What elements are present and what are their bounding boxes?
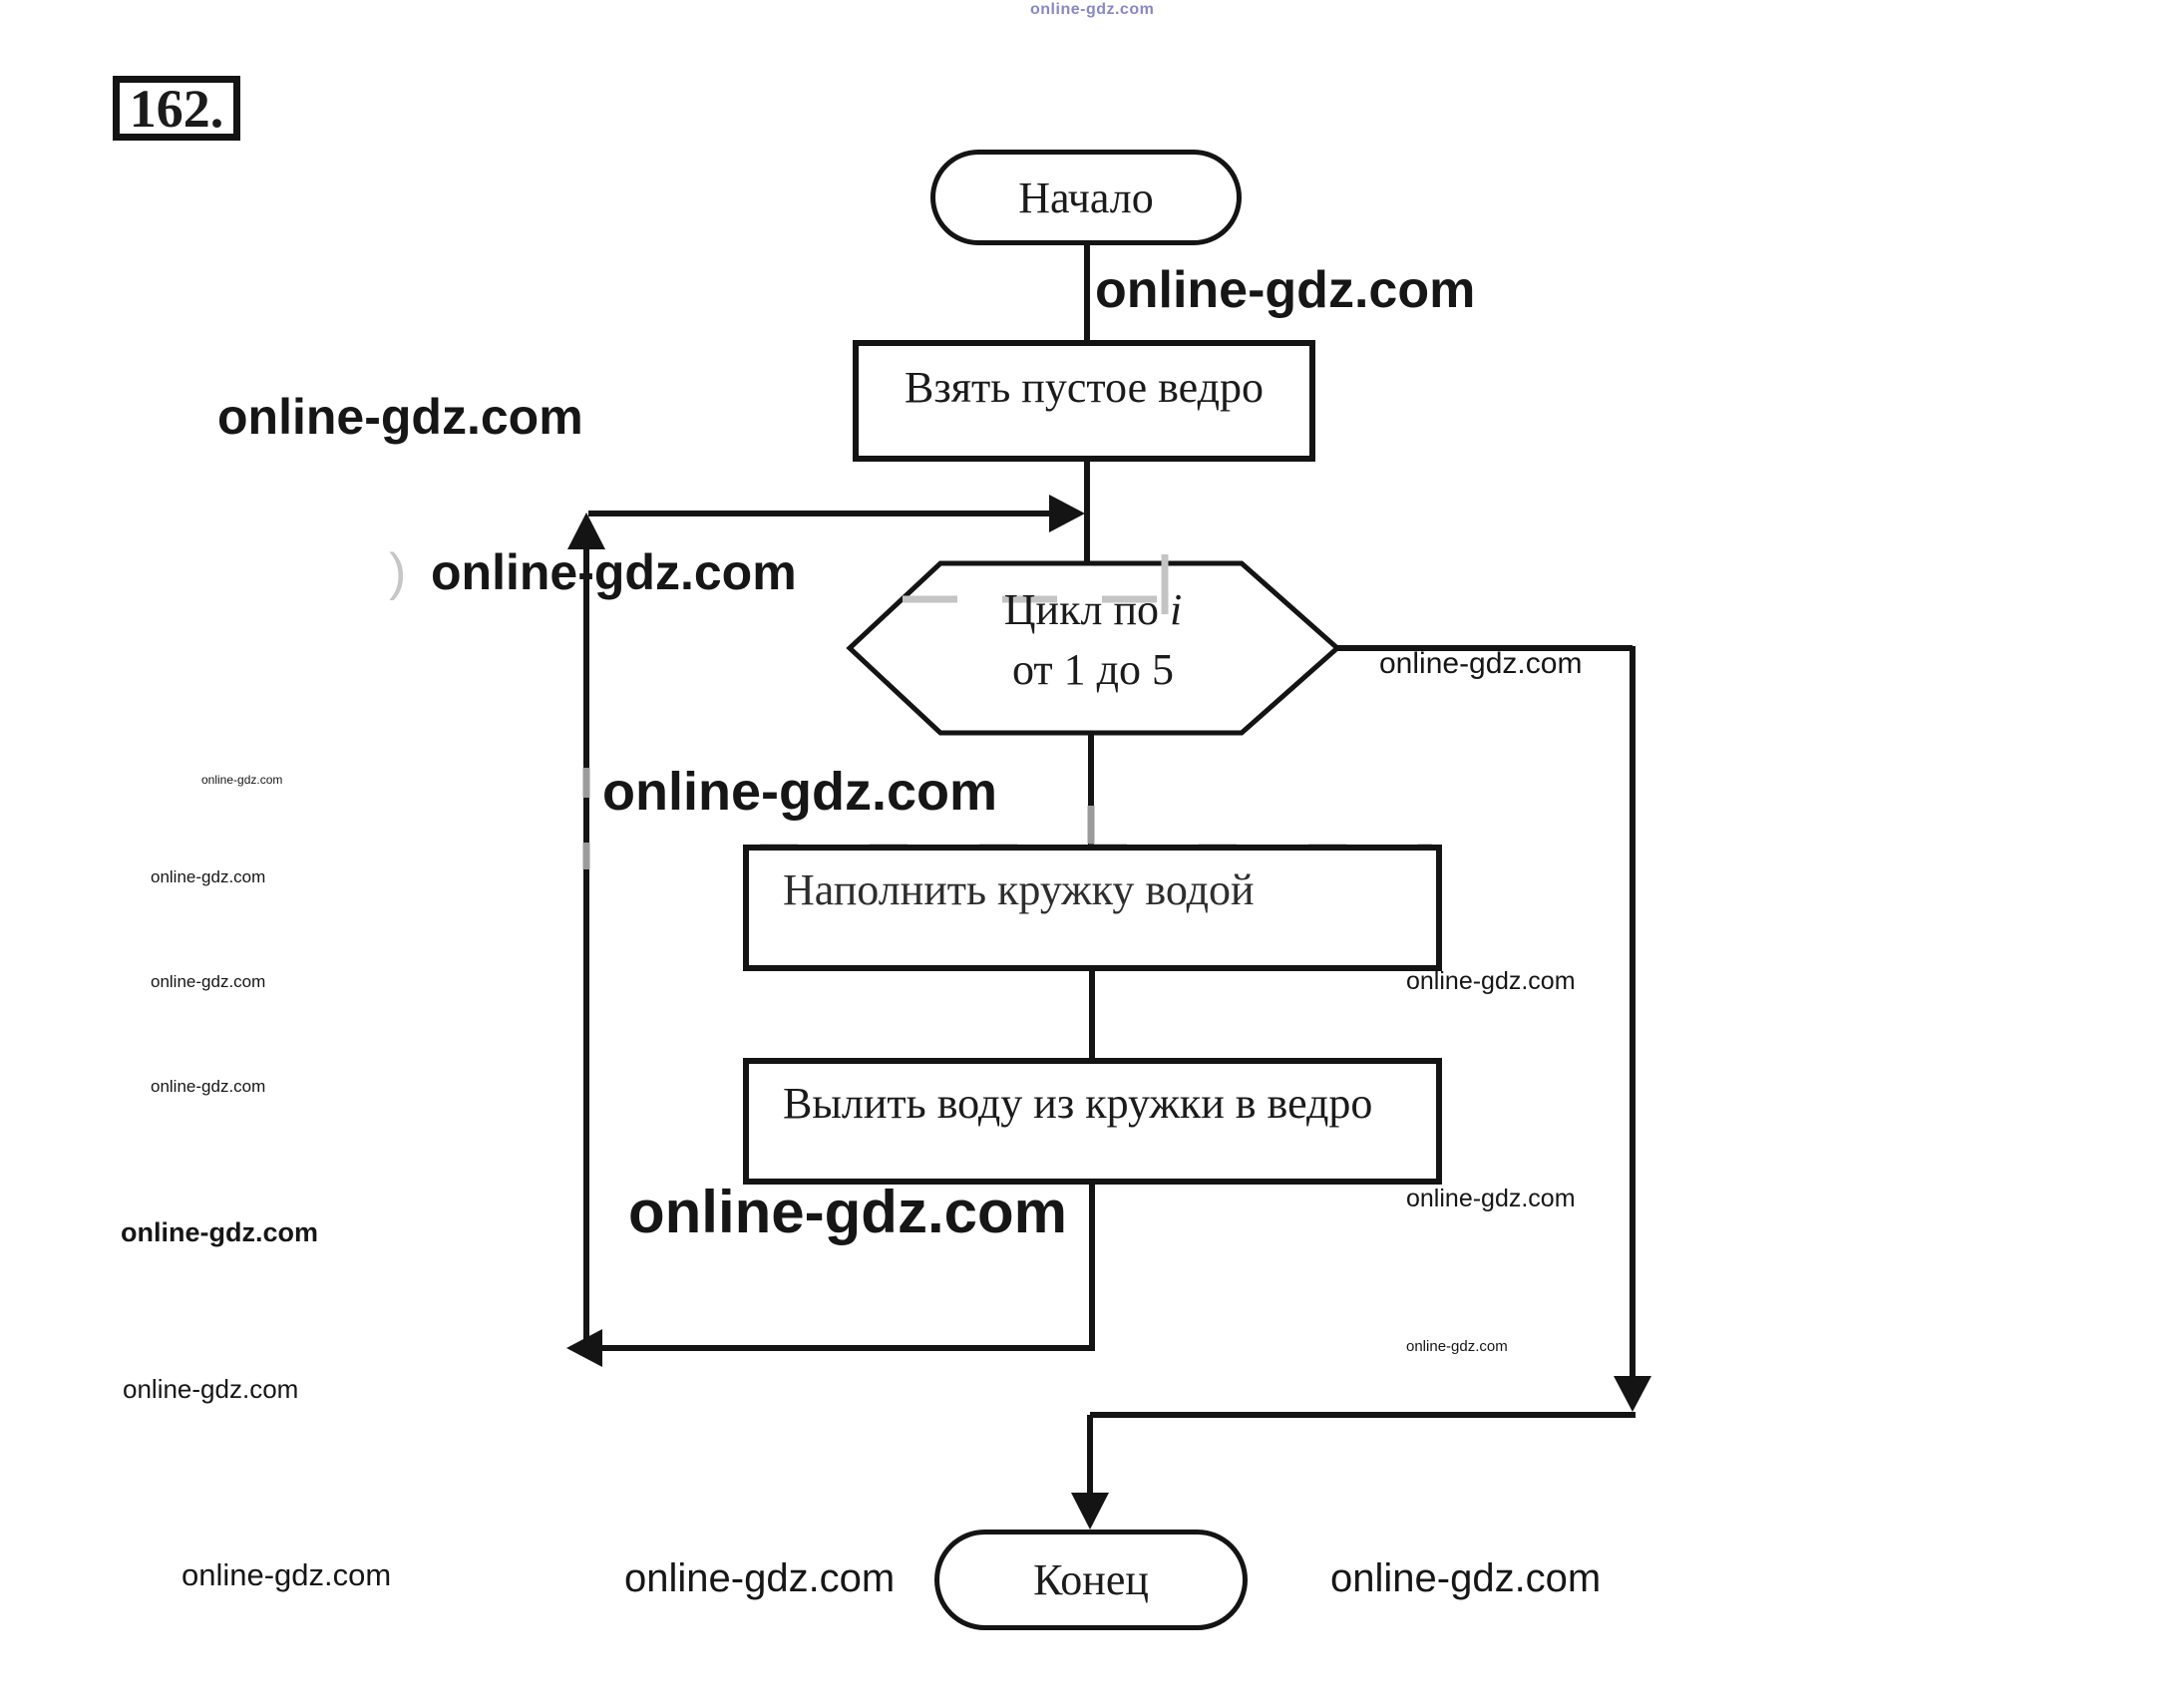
- arrowhead-up-icon: [567, 512, 605, 549]
- arrowhead-down-icon: [1614, 1376, 1651, 1412]
- watermark: online-gdz.com: [201, 773, 283, 787]
- watermark: online-gdz.com: [182, 1557, 392, 1592]
- watermark: online-gdz.com: [1379, 647, 1583, 680]
- watermark: online-gdz.com: [151, 867, 266, 886]
- arrowhead-right-icon: [1049, 495, 1085, 532]
- watermark: online-gdz.com: [1095, 261, 1476, 319]
- task-number-box: 162.: [113, 76, 240, 141]
- node-fill-mug-label: Наполнить кружку водой: [783, 865, 1255, 914]
- node-pour-water-label: Вылить воду из кружки в ведро: [783, 1079, 1373, 1128]
- watermark: online-gdz.com: [151, 1077, 266, 1096]
- loop-line1-text: Цикл по: [1003, 585, 1170, 634]
- watermark: online-gdz.com: [217, 389, 583, 445]
- node-take-bucket-label: Взять пустое ведро: [905, 363, 1264, 412]
- watermark: online-gdz.com: [123, 1374, 299, 1404]
- node-fill-mug: Наполнить кружку водой: [743, 845, 1442, 971]
- watermark: online-gdz.com: [602, 762, 997, 822]
- watermark: online-gdz.com: [1030, 1, 1155, 18]
- artifact-paren: ): [389, 543, 407, 601]
- loop-line1: Цикл по i: [1004, 585, 1182, 634]
- watermark: online-gdz.com: [628, 1179, 1067, 1245]
- watermark: online-gdz.com: [1330, 1556, 1602, 1600]
- watermark: online-gdz.com: [624, 1556, 896, 1600]
- watermark: online-gdz.com: [151, 972, 266, 991]
- watermark: online-gdz.com: [1406, 1185, 1576, 1212]
- watermark: online-gdz.com: [1406, 1338, 1508, 1355]
- node-start: Начало: [930, 150, 1242, 245]
- node-take-bucket: Взять пустое ведро: [853, 340, 1315, 462]
- arrowhead-down-end-icon: [1071, 1493, 1109, 1530]
- watermark: online-gdz.com: [121, 1217, 318, 1247]
- task-number: 162.: [129, 78, 224, 139]
- node-start-label: Начало: [1018, 172, 1154, 222]
- node-end: Конец: [934, 1530, 1248, 1630]
- watermark: online-gdz.com: [1406, 967, 1576, 995]
- loop-line2: от 1 до 5: [1011, 645, 1175, 694]
- loop-hexagon-label: Цикл по i от 1 до 5: [937, 580, 1249, 700]
- node-end-label: Конец: [1033, 1555, 1149, 1604]
- node-pour-water: Вылить воду из кружки в ведро: [743, 1058, 1442, 1185]
- watermark: online-gdz.com: [431, 544, 797, 600]
- loop-variable: i: [1169, 585, 1183, 634]
